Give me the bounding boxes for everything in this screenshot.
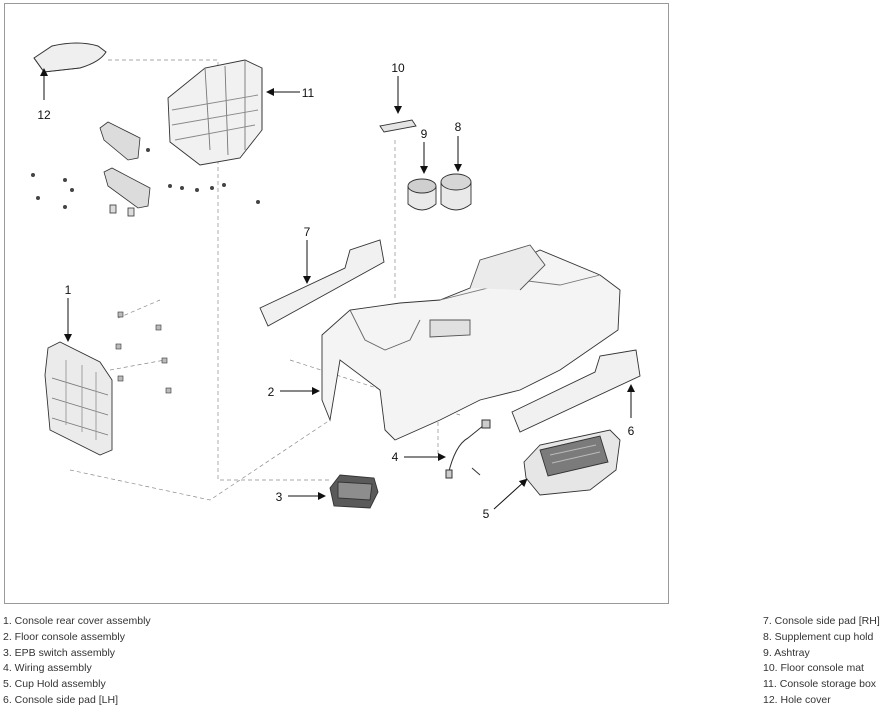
epb-switch-part (329, 474, 379, 509)
callout-11: 11 (302, 86, 315, 100)
console-storage-box-part (167, 59, 263, 166)
diagram-frame (4, 3, 669, 604)
wiring-part (445, 419, 491, 479)
console-side-pad-lh-part (511, 349, 641, 433)
legend-item: 2. Floor console assembly (3, 630, 125, 643)
callout-12: 12 (37, 108, 51, 122)
floor-console-part (321, 244, 621, 441)
console-side-pad-rh-part (259, 239, 385, 327)
clip-parts (115, 311, 172, 394)
callout-arrows (40, 68, 635, 510)
console-rear-cover-part (44, 341, 113, 456)
legend-item: 3. EPB switch assembly (3, 646, 116, 659)
callout-1: 1 (65, 283, 72, 297)
ashtray-part (407, 178, 437, 211)
callout-9: 9 (421, 127, 428, 141)
legend-item: 5. Cup Hold assembly (3, 678, 106, 691)
legend-item: 1. Console rear cover assembly (3, 615, 151, 627)
legend-item: 12. Hole cover (763, 693, 831, 706)
parts-legend-right: 7. Console side pad [RH] 8. Supplement c… (763, 614, 880, 709)
callout-6: 6 (628, 424, 635, 438)
callout-10: 10 (391, 61, 405, 75)
legend-item: 8. Supplement cup hold (763, 630, 874, 643)
callout-2: 2 (268, 385, 275, 399)
callout-5: 5 (483, 507, 490, 521)
hole-cover-part (33, 42, 107, 73)
floor-console-mat-part (379, 119, 417, 133)
legend-item: 7. Console side pad [RH] (763, 615, 880, 627)
callout-3: 3 (276, 490, 283, 504)
callout-8: 8 (455, 120, 462, 134)
callout-labels: 12 11 10 9 8 7 1 2 3 4 5 6 (37, 61, 634, 521)
callout-7: 7 (304, 225, 311, 239)
screw-parts (31, 148, 260, 209)
parts-legend-left: 1. Console rear cover assembly 2. Floor … (3, 614, 151, 709)
legend-item: 9. Ashtray (763, 646, 810, 659)
legend-item: 6. Console side pad [LH] (3, 693, 118, 706)
legend-item: 11. Console storage box (763, 678, 877, 691)
callout-4: 4 (392, 450, 399, 464)
legend-item: 4. Wiring assembly (3, 662, 92, 675)
cup-hold-part (523, 429, 621, 496)
supplement-cup-hold-part (440, 173, 472, 211)
legend-item: 10. Floor console mat (763, 662, 864, 675)
bracket-parts (99, 121, 151, 217)
